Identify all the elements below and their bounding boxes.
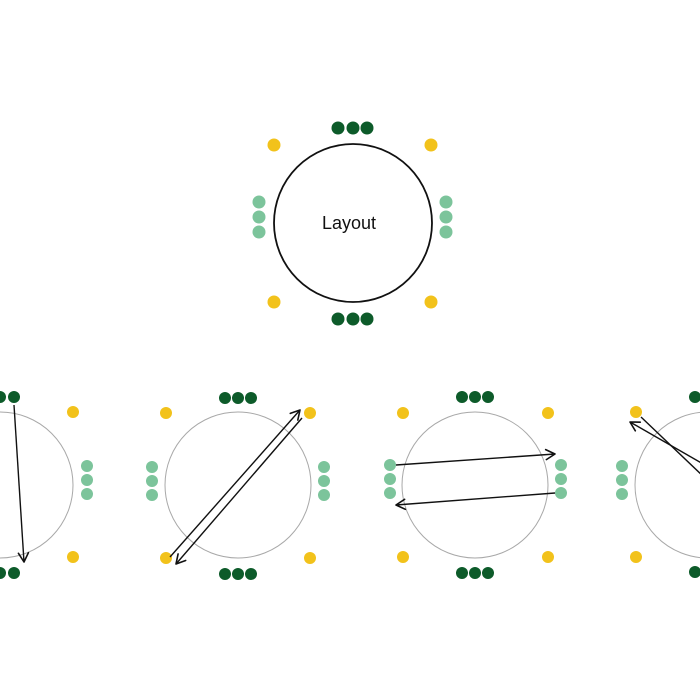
corner-seat-icon — [397, 407, 409, 419]
side-seat-icon — [384, 487, 396, 499]
layout-table-circle — [273, 143, 433, 303]
side-seat-icon — [81, 474, 93, 486]
side-seat-icon — [146, 475, 158, 487]
end-seat-icon — [245, 392, 257, 404]
corner-seat-icon — [304, 552, 316, 564]
end-seat-icon — [8, 391, 20, 403]
side-seat-icon — [439, 210, 453, 224]
end-seat-icon — [219, 568, 231, 580]
end-seat-icon — [469, 391, 481, 403]
panel-3-arrow-right — [395, 448, 556, 466]
side-seat-icon — [252, 225, 266, 239]
panel-1 — [0, 391, 93, 579]
side-seat-icon — [252, 195, 266, 209]
layout-group: Layout — [252, 121, 453, 326]
corner-seat-icon — [304, 407, 316, 419]
end-seat-icon — [689, 566, 700, 578]
panel-4-circle — [634, 411, 700, 559]
corner-seat-icon — [424, 138, 438, 152]
end-seat-icon — [0, 567, 6, 579]
end-seat-icon — [331, 121, 345, 135]
end-seat-icon — [232, 392, 244, 404]
corner-seat-icon — [630, 406, 642, 418]
corner-seat-icon — [67, 551, 79, 563]
panel-2 — [146, 392, 330, 580]
end-seat-icon — [8, 567, 20, 579]
side-seat-icon — [439, 225, 453, 239]
panel-2-arrow-up — [169, 409, 301, 558]
corner-seat-icon — [542, 407, 554, 419]
side-seat-icon — [318, 489, 330, 501]
corner-seat-icon — [630, 551, 642, 563]
side-seat-icon — [439, 195, 453, 209]
panel-1-arrow — [13, 404, 30, 563]
end-seat-icon — [482, 391, 494, 403]
end-seat-icon — [346, 312, 360, 326]
side-seat-icon — [318, 475, 330, 487]
side-seat-icon — [616, 460, 628, 472]
side-seat-icon — [616, 488, 628, 500]
panel-2-arrow-down — [175, 417, 303, 565]
side-seat-icon — [146, 489, 158, 501]
panel-3 — [384, 391, 567, 579]
side-seat-icon — [81, 460, 93, 472]
end-seat-icon — [245, 568, 257, 580]
end-seat-icon — [219, 392, 231, 404]
panel-4 — [616, 391, 700, 578]
side-seat-icon — [318, 461, 330, 473]
panel-2-circle — [164, 411, 312, 559]
end-seat-icon — [346, 121, 360, 135]
corner-seat-icon — [542, 551, 554, 563]
end-seat-icon — [232, 568, 244, 580]
side-seat-icon — [252, 210, 266, 224]
side-seat-icon — [81, 488, 93, 500]
panel-4-arrow-upper — [629, 421, 700, 463]
panel-3-circle — [401, 411, 549, 559]
end-seat-icon — [331, 312, 345, 326]
side-seat-icon — [555, 473, 567, 485]
corner-seat-icon — [160, 407, 172, 419]
panel-3-arrow-left — [395, 492, 556, 511]
layout-label: Layout — [322, 213, 376, 233]
side-seat-icon — [555, 459, 567, 471]
side-seat-icon — [384, 459, 396, 471]
side-seat-icon — [384, 473, 396, 485]
panel-4-arrow-lower — [640, 416, 700, 475]
side-seat-icon — [555, 487, 567, 499]
panel-1-circle — [0, 411, 74, 559]
corner-seat-icon — [67, 406, 79, 418]
corner-seat-icon — [267, 138, 281, 152]
end-seat-icon — [360, 312, 374, 326]
end-seat-icon — [482, 567, 494, 579]
side-seat-icon — [616, 474, 628, 486]
corner-seat-icon — [424, 295, 438, 309]
end-seat-icon — [469, 567, 481, 579]
end-seat-icon — [456, 391, 468, 403]
corner-seat-icon — [267, 295, 281, 309]
end-seat-icon — [360, 121, 374, 135]
side-seat-icon — [146, 461, 158, 473]
end-seat-icon — [689, 391, 700, 403]
end-seat-icon — [0, 391, 6, 403]
end-seat-icon — [456, 567, 468, 579]
corner-seat-icon — [397, 551, 409, 563]
corner-seat-icon — [160, 552, 172, 564]
